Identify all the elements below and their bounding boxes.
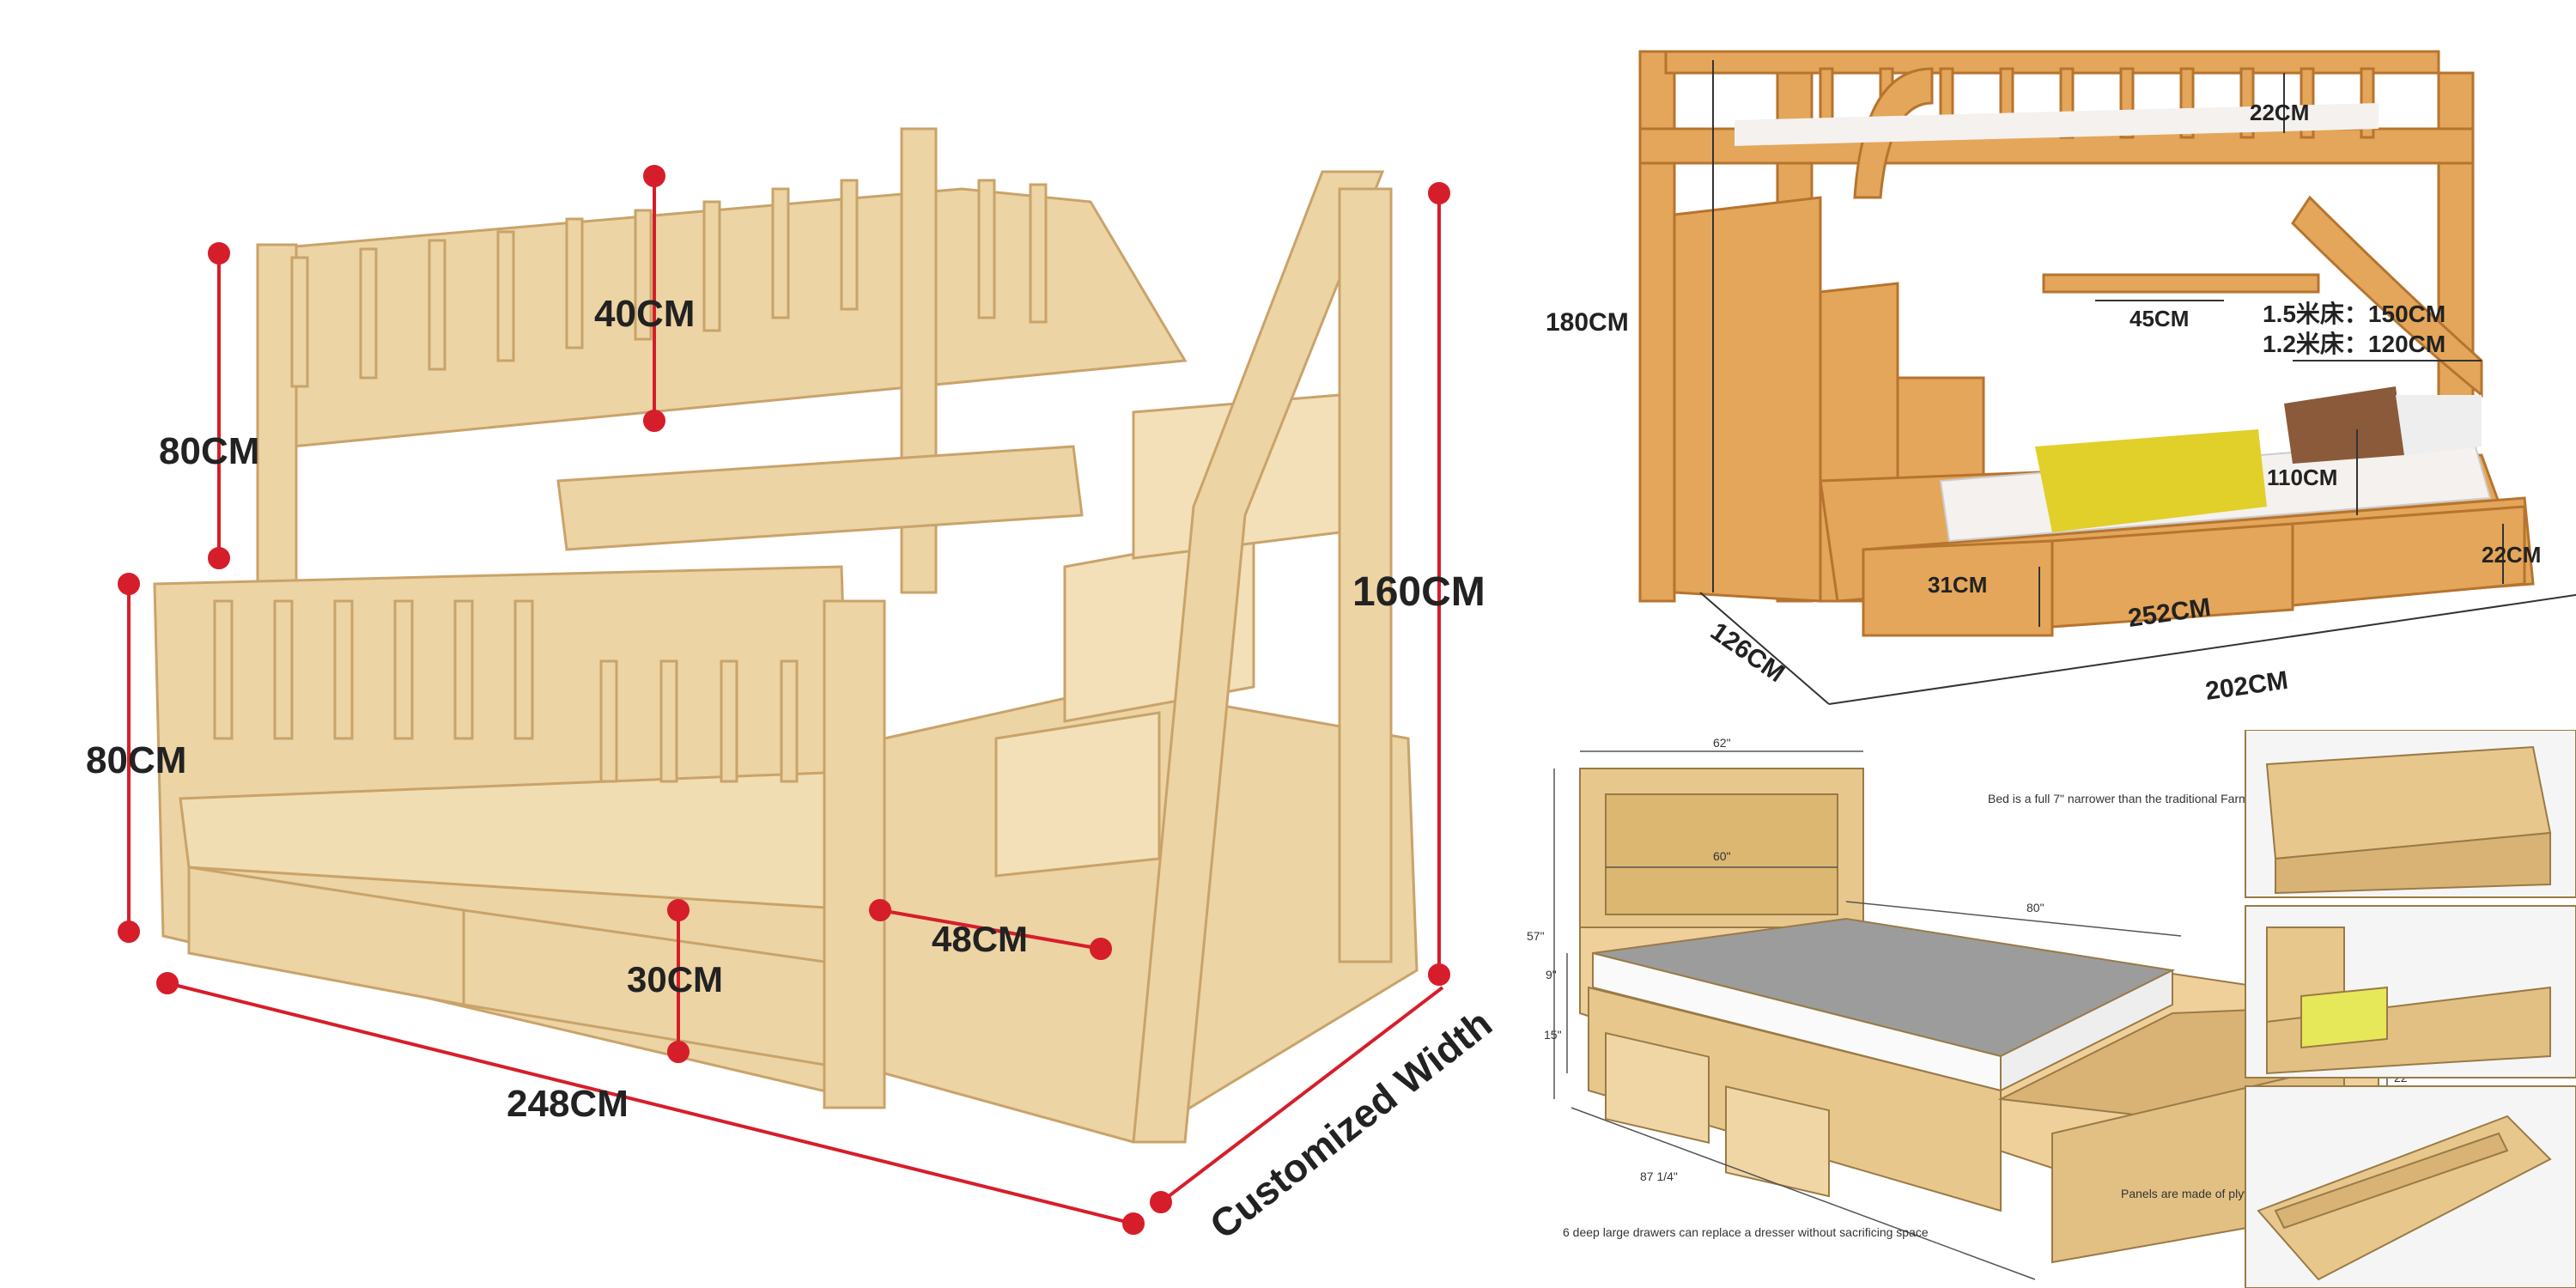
- storage-dim-diag: 87 1/4": [1640, 1170, 1678, 1183]
- photo-label-shelf: 45CM: [2129, 306, 2189, 331]
- storage-note-narrow: Bed is a full 7" narrower than the tradi…: [1988, 792, 2312, 805]
- label-stair-depth: 48CM: [932, 919, 1028, 959]
- thumbnail-images: [2245, 730, 2576, 1288]
- label-top-rail: 80CM: [159, 430, 259, 472]
- storage-dim-top: 62": [1713, 736, 1731, 750]
- storage-dim-9: 9": [1546, 968, 1557, 981]
- dimension-markers: [118, 165, 1450, 1235]
- photo-dimension-lines: [1699, 60, 2576, 705]
- storage-dim-length: 80": [2026, 901, 2044, 914]
- photo-label-width: 202CM: [2203, 666, 2289, 706]
- label-total-height: 160CM: [1352, 569, 1485, 615]
- storage-dim-inner: 60": [1713, 849, 1731, 863]
- label-drawer-height: 30CM: [627, 959, 723, 999]
- photo-label-drawer-h: 31CM: [1928, 572, 1987, 598]
- photo-label-lower-height: 110CM: [2267, 465, 2337, 490]
- photo-label-drawer-h2: 22CM: [2482, 542, 2541, 568]
- storage-bed-diagram-panel: 62" 60" 80" 57" 9" 15" 22" 87 1/4" Bed i…: [1520, 730, 2576, 1288]
- bunk-bed-photo-panel: 180CM 22CM 45CM 1.5米床：150CM 1.2米床：120CM …: [1537, 0, 2576, 721]
- photo-bed-frame: [1638, 50, 2535, 637]
- storage-dim-15: 15": [1544, 1028, 1562, 1042]
- bunk-bed-left-panel: 80CM 40CM 80CM 160CM 30CM 48CM 248CM Cus…: [86, 127, 1500, 1248]
- storage-dimension-lines: [1553, 750, 2388, 1280]
- bunk-bed-photo: 180CM 22CM 45CM 1.5米床：150CM 1.2米床：120CM …: [1546, 50, 2576, 706]
- photo-label-size-12: 1.2米床：120CM: [2263, 330, 2445, 357]
- label-lower-rail: 80CM: [86, 739, 186, 781]
- photo-label-height: 180CM: [1546, 308, 1629, 337]
- label-length: 248CM: [507, 1083, 629, 1125]
- bunk-bed-illustration: 80CM 40CM 80CM 160CM 30CM 48CM 248CM Cus…: [86, 127, 1500, 1248]
- storage-bed-frame: [1579, 768, 2382, 1264]
- storage-note-panels: Panels are made of plywood: [2121, 1187, 2273, 1200]
- photo-label-depth: 126CM: [1705, 617, 1789, 689]
- storage-bed-diagram: 62" 60" 80" 57" 9" 15" 22" 87 1/4" Bed i…: [1527, 730, 2576, 1288]
- label-guard: 40CM: [594, 293, 695, 335]
- storage-dim-height: 57": [1527, 929, 1545, 943]
- storage-note-drawers: 6 deep large drawers can replace a dress…: [1563, 1225, 1929, 1239]
- photo-label-size-15: 1.5米床：150CM: [2263, 300, 2445, 327]
- photo-label-guard: 22CM: [2250, 100, 2309, 125]
- bed-frame: [153, 127, 1419, 1144]
